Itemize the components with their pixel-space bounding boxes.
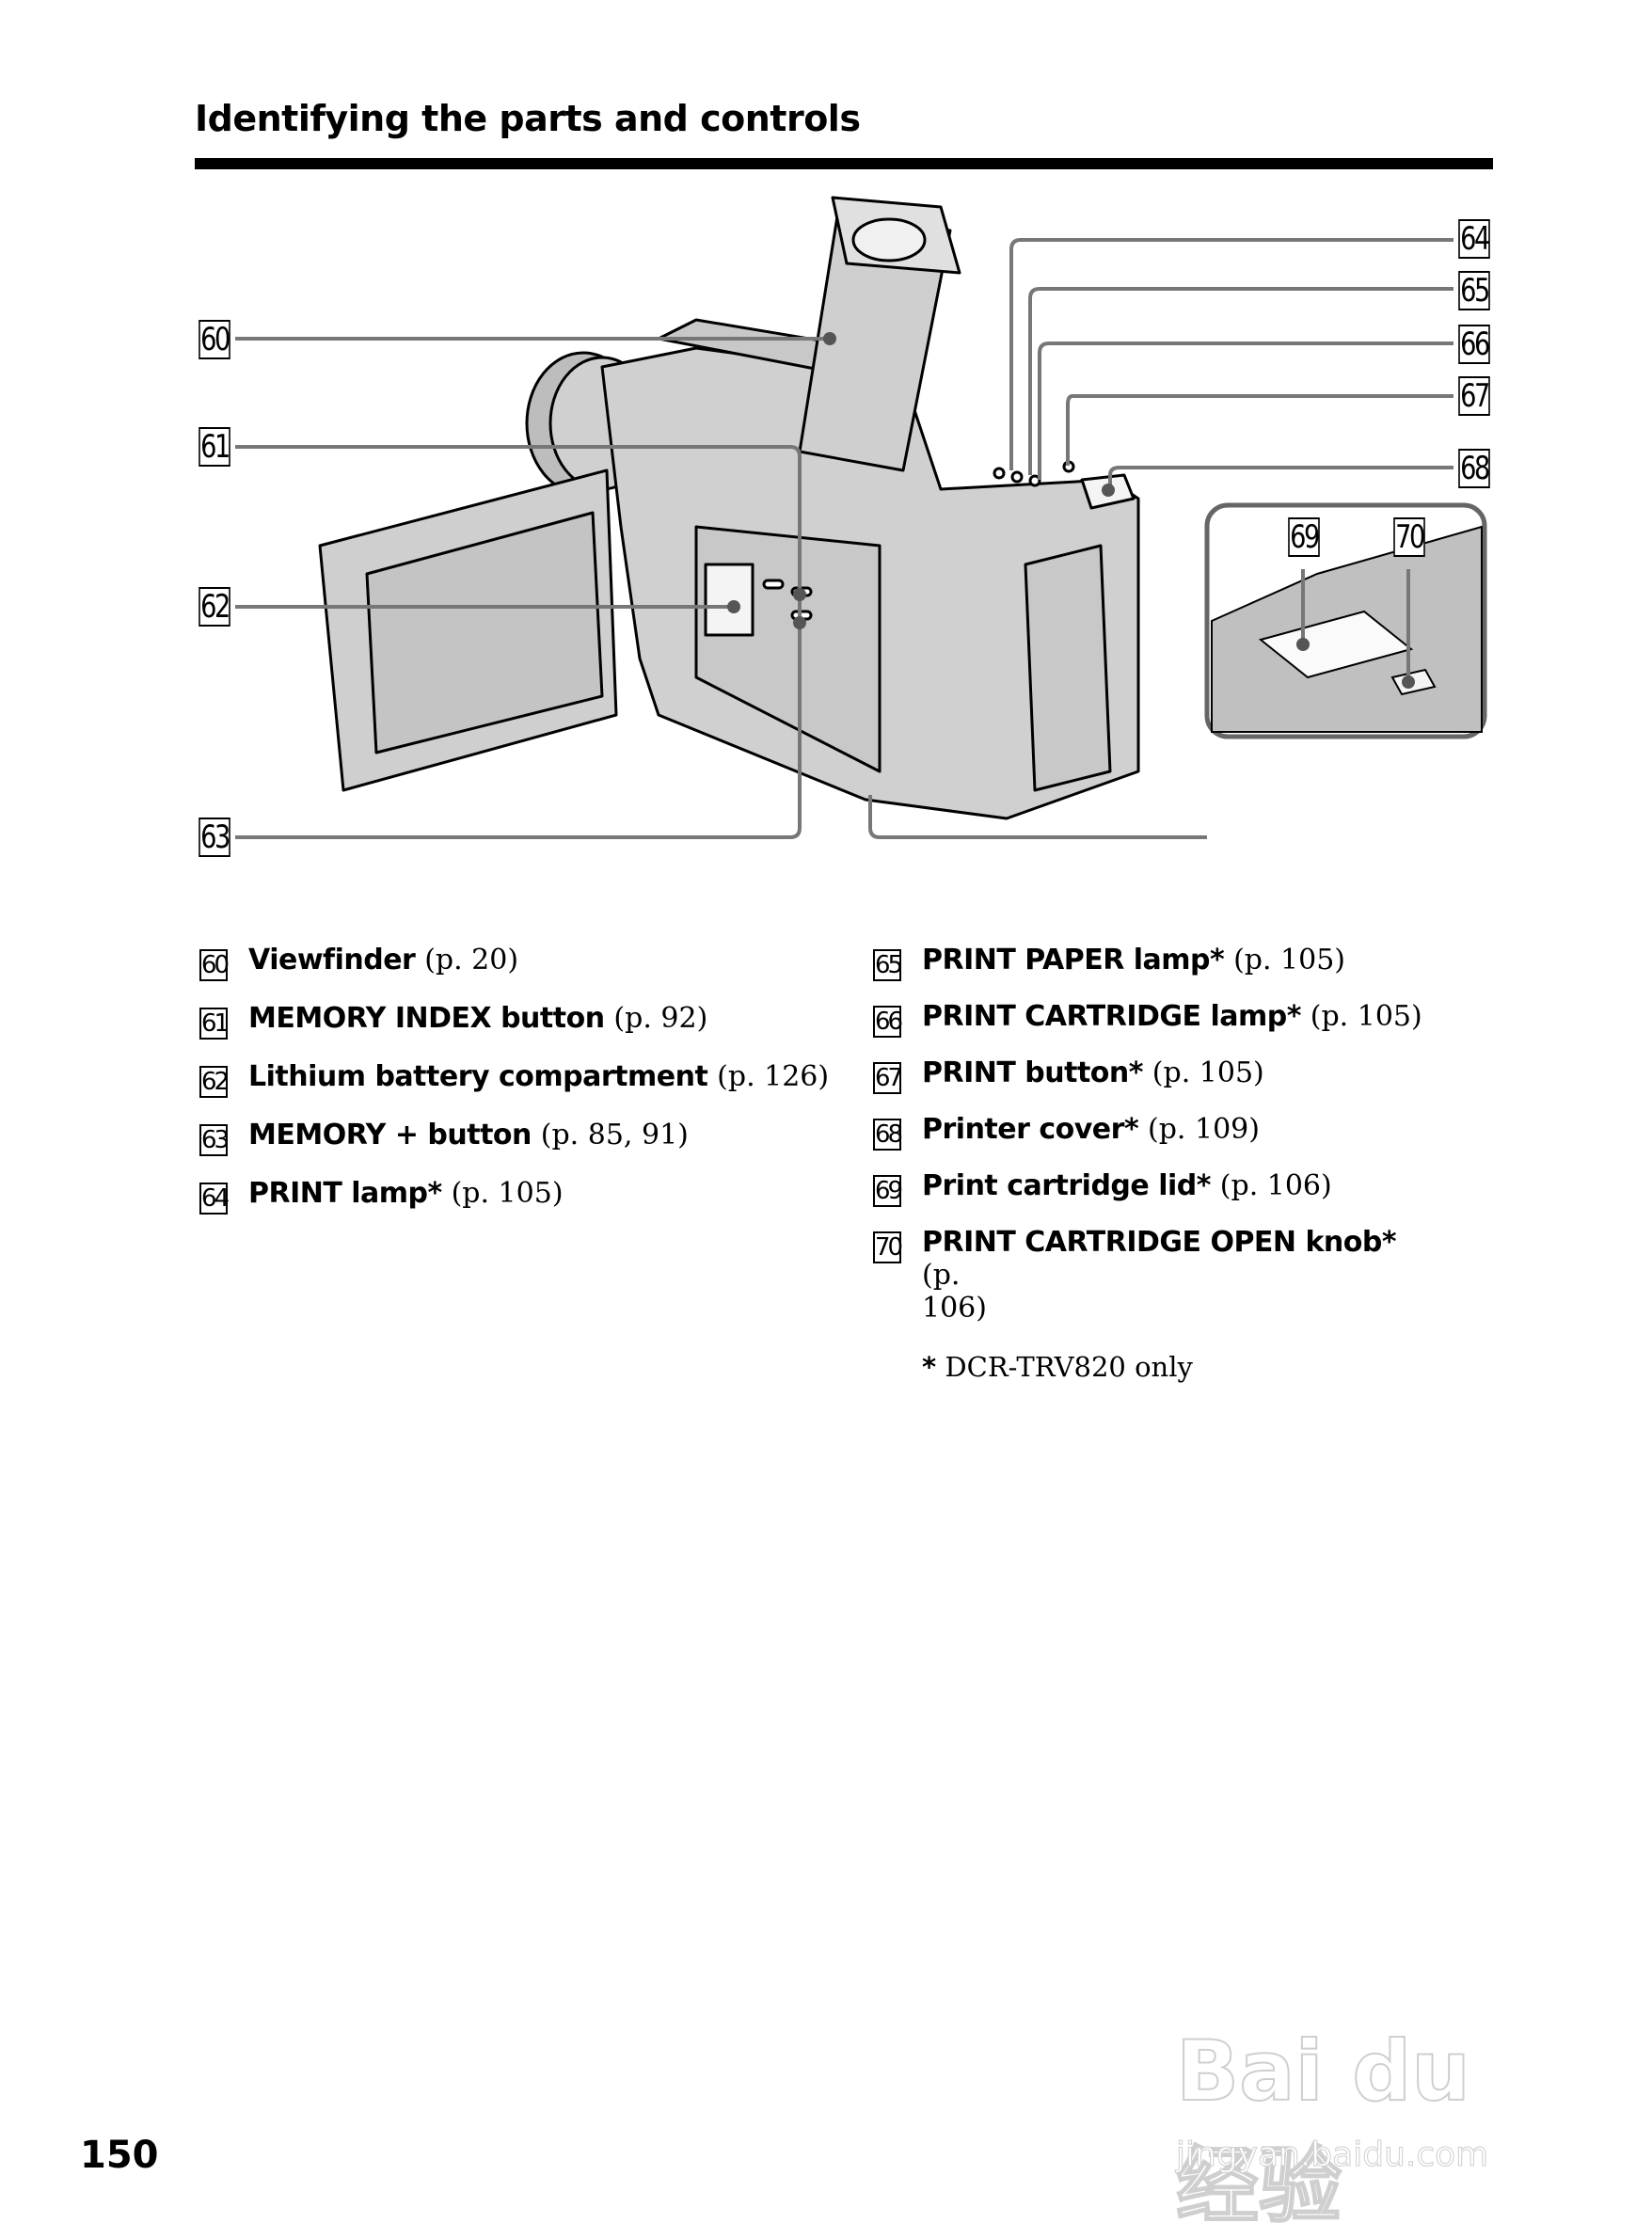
item-number: 62 bbox=[199, 1066, 230, 1098]
item-name: Printer cover* bbox=[922, 1113, 1139, 1146]
page-ref: (p. 85, 91) bbox=[540, 1119, 689, 1151]
title-rule bbox=[195, 158, 1493, 169]
callout-64: 64 bbox=[1458, 219, 1490, 259]
callout-62: 62 bbox=[199, 587, 230, 627]
footnote-mark: * bbox=[922, 1351, 937, 1383]
list-item: 62 Lithium battery compartment (p. 126) bbox=[199, 1057, 829, 1098]
callout-68: 68 bbox=[1458, 449, 1490, 488]
page-title: Identifying the parts and controls bbox=[195, 98, 861, 139]
list-item: 70 PRINT CARTRIDGE OPEN knob* bbox=[873, 1223, 1397, 1263]
callout-70: 70 bbox=[1393, 517, 1425, 557]
item-name: Print cartridge lid* bbox=[922, 1169, 1211, 1202]
callout-69: 69 bbox=[1288, 517, 1320, 557]
list-item: 66 PRINT CARTRIDGE lamp* (p. 105) bbox=[873, 997, 1422, 1038]
callout-60: 60 bbox=[199, 320, 230, 359]
page-ref: (p. 92) bbox=[613, 1002, 708, 1035]
list-item: 61 MEMORY INDEX button (p. 92) bbox=[199, 999, 707, 1040]
item-number: 60 bbox=[199, 949, 230, 981]
watermark-brand: Bai du 经验 bbox=[1175, 2022, 1471, 2235]
item-number: 70 bbox=[873, 1231, 903, 1263]
item-name: PRINT lamp* bbox=[248, 1177, 442, 1210]
page-ref: (p. 105) bbox=[1233, 944, 1346, 977]
page-ref: (p. 106) bbox=[922, 1259, 987, 1325]
camcorder-diagram: 60 61 62 63 64 65 66 67 68 69 70 bbox=[0, 188, 1652, 903]
page-ref: (p. 20) bbox=[424, 944, 519, 977]
page-ref: (p. 106) bbox=[1219, 1169, 1332, 1202]
list-item: 68 Printer cover* (p. 109) bbox=[873, 1110, 1260, 1151]
page-ref: (p. 126) bbox=[717, 1060, 830, 1093]
item-name: PRINT PAPER lamp* bbox=[922, 944, 1225, 977]
watermark-url: jingyan.baidu.com bbox=[1175, 2136, 1489, 2175]
list-item: 69 Print cartridge lid* (p. 106) bbox=[873, 1167, 1332, 1207]
inset-detail bbox=[1204, 502, 1487, 739]
item-name: Viewfinder bbox=[248, 944, 416, 977]
item-name: MEMORY + button bbox=[248, 1119, 532, 1151]
footnote: * DCR-TRV820 only bbox=[922, 1351, 1193, 1383]
callout-61: 61 bbox=[199, 427, 230, 467]
page-number: 150 bbox=[80, 2134, 159, 2177]
callout-65: 65 bbox=[1458, 271, 1490, 310]
item-number: 67 bbox=[873, 1062, 903, 1094]
list-item: 60 Viewfinder (p. 20) bbox=[199, 941, 518, 981]
item-name: PRINT CARTRIDGE OPEN knob* bbox=[922, 1226, 1397, 1259]
item-number: 61 bbox=[199, 1008, 230, 1040]
camcorder-illustration bbox=[235, 196, 1487, 839]
item-name: PRINT button* bbox=[922, 1056, 1143, 1089]
callout-63: 63 bbox=[199, 818, 230, 857]
item-name: Lithium battery compartment bbox=[248, 1060, 708, 1093]
item-number: 69 bbox=[873, 1175, 903, 1207]
list-item: 67 PRINT button* (p. 105) bbox=[873, 1054, 1264, 1094]
list-item: 63 MEMORY + button (p. 85, 91) bbox=[199, 1116, 689, 1156]
item-name: MEMORY INDEX button bbox=[248, 1002, 605, 1035]
item-number: 63 bbox=[199, 1124, 230, 1156]
list-item: 64 PRINT lamp* (p. 105) bbox=[199, 1174, 564, 1215]
item-number: 64 bbox=[199, 1183, 230, 1215]
item-number: 68 bbox=[873, 1119, 903, 1151]
page-ref: (p. 105) bbox=[451, 1177, 564, 1210]
page-ref: (p. 109) bbox=[1148, 1113, 1260, 1146]
baidu-watermark: Bai du 经验 jingyan.baidu.com bbox=[1175, 1994, 1571, 2235]
page-ref: (p. 105) bbox=[1152, 1056, 1264, 1089]
item-number: 66 bbox=[873, 1006, 903, 1038]
callout-66: 66 bbox=[1458, 325, 1490, 364]
page-ref: (p. 105) bbox=[1310, 1000, 1422, 1033]
footnote-text: DCR-TRV820 only bbox=[945, 1351, 1193, 1383]
list-item: 65 PRINT PAPER lamp* (p. 105) bbox=[873, 941, 1345, 981]
item-name: PRINT CARTRIDGE lamp* bbox=[922, 1000, 1301, 1033]
callout-67: 67 bbox=[1458, 376, 1490, 416]
item-number: 65 bbox=[873, 949, 903, 981]
